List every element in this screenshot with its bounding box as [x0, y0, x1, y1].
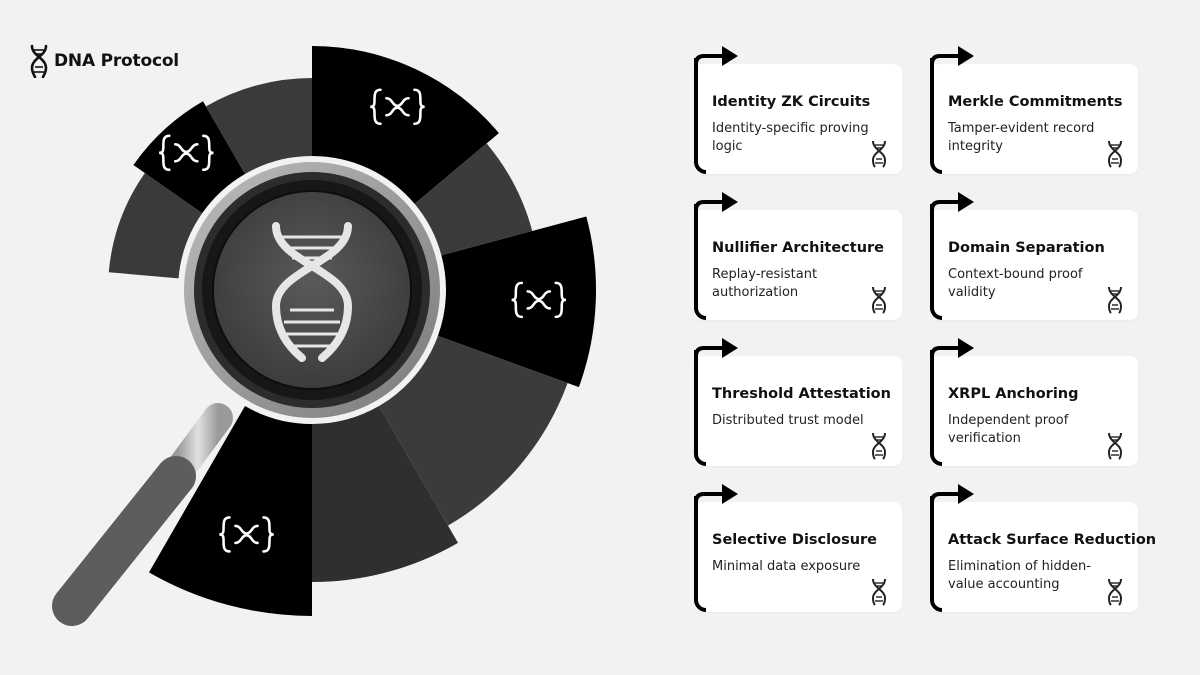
ring-segment: [312, 46, 499, 204]
card-frame: [694, 496, 706, 612]
brand-name: DNA Protocol: [54, 51, 179, 71]
brand-logo: DNA Protocol: [28, 44, 179, 78]
ring-segment: [206, 78, 312, 174]
turn-arrow-icon: [694, 46, 738, 82]
dna-icon: [871, 140, 887, 168]
feature-description: Replay-resistant authorization: [712, 267, 818, 300]
feature-description: Tamper-evident record integrity: [948, 121, 1095, 154]
dna-icon: [1107, 286, 1123, 314]
ring-segments: [108, 46, 596, 616]
dna-icon: [1107, 140, 1123, 168]
feature-title: Attack Surface Reduction: [948, 532, 1157, 548]
card-frame: [694, 58, 706, 174]
dna-icon: [871, 286, 887, 314]
feature-title: Selective Disclosure: [712, 532, 878, 548]
feature-title: Nullifier Architecture: [712, 240, 885, 256]
card-frame: [930, 496, 942, 612]
center-dna-icon: [271, 222, 353, 362]
dna-icon: [871, 432, 887, 460]
dna-icon: [1107, 578, 1123, 606]
feature-description: Minimal data exposure: [712, 559, 861, 574]
card-frame: [694, 204, 706, 320]
feature-description: Independent proof verification: [948, 413, 1069, 446]
feature-description: Context-bound proof validity: [948, 267, 1083, 300]
ring-segment: [133, 101, 245, 214]
dna-icon: [30, 44, 48, 78]
turn-arrow-icon: [930, 484, 974, 520]
turn-arrow-icon: [930, 192, 974, 228]
feature-title: Merkle Commitments: [948, 94, 1123, 110]
feature-title: Threshold Attestation: [712, 386, 891, 402]
dna-icon: [1107, 432, 1123, 460]
feature-title: Identity ZK Circuits: [712, 94, 871, 110]
magnifier-lens: [184, 162, 440, 418]
card-frame: [930, 58, 942, 174]
feature-description: Elimination of hidden-value accounting: [948, 559, 1091, 592]
card-frame: [930, 204, 942, 320]
feature-title: XRPL Anchoring: [948, 386, 1079, 402]
ring-segment: [379, 335, 568, 526]
ring-segment: [312, 406, 458, 582]
turn-arrow-icon: [930, 338, 974, 374]
ring-segment: [437, 216, 596, 388]
feature-description: Distributed trust model: [712, 413, 864, 428]
feature-title: Domain Separation: [948, 240, 1105, 256]
turn-arrow-icon: [694, 484, 738, 520]
turn-arrow-icon: [694, 192, 738, 228]
dna-icon: [871, 578, 887, 606]
ring-segment: [149, 406, 312, 616]
turn-arrow-icon: [930, 46, 974, 82]
feature-description: Identity-specific proving logic: [712, 121, 869, 154]
ring-segment: [414, 143, 533, 256]
magnifier-handle: [52, 403, 233, 626]
card-frame: [694, 350, 706, 466]
ring-segment: [108, 172, 203, 279]
card-frame: [930, 350, 942, 466]
turn-arrow-icon: [694, 338, 738, 374]
